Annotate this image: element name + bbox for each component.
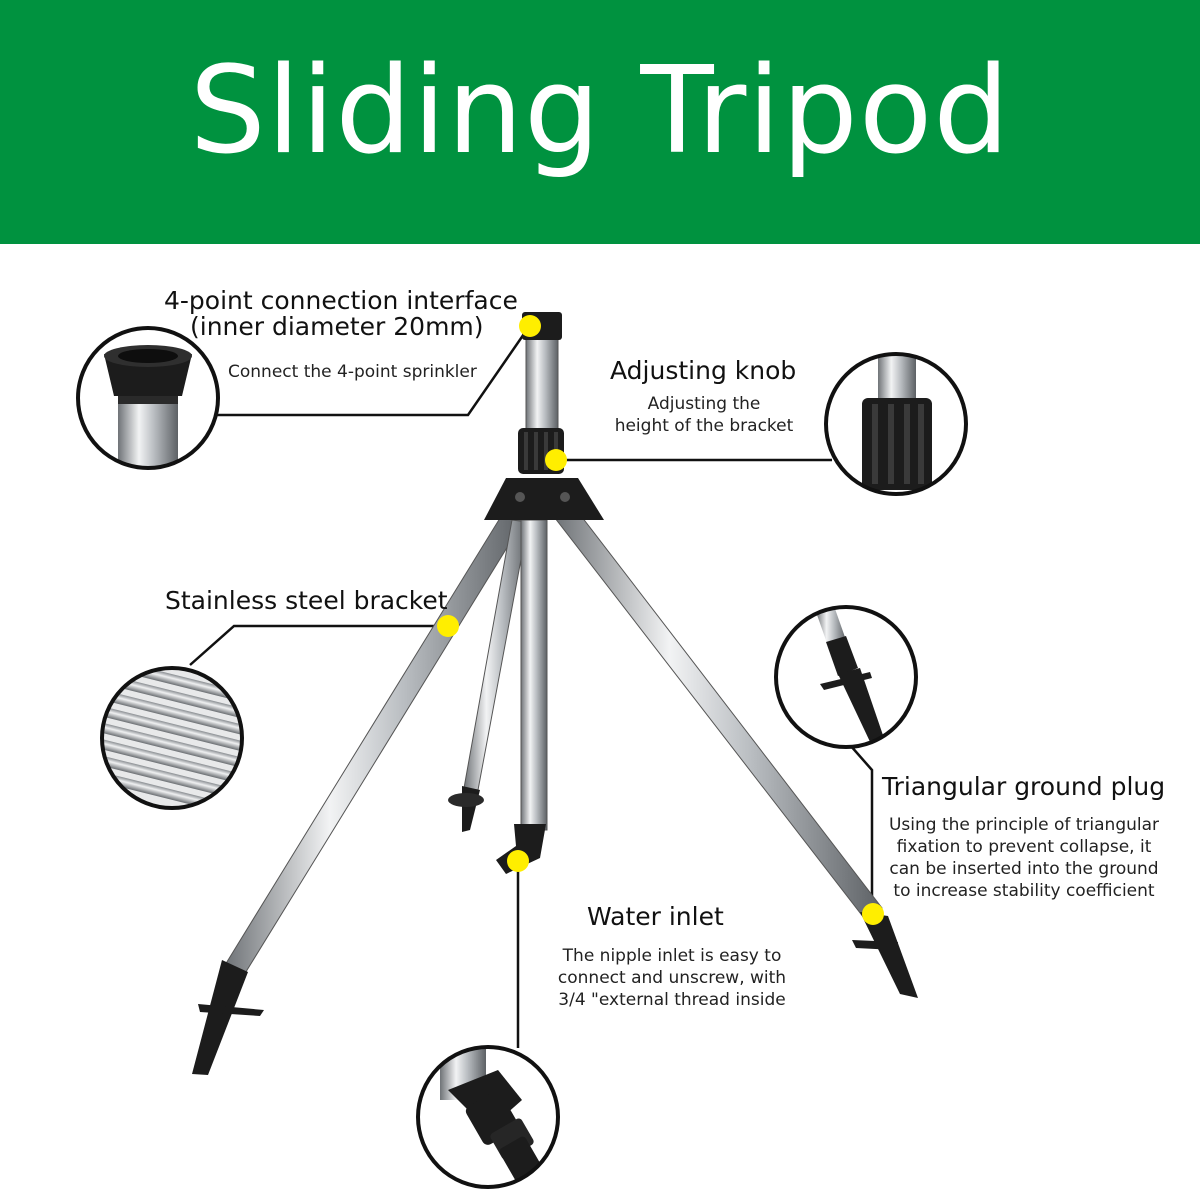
detail-plug (774, 605, 918, 749)
plug-desc-line4: to increase stability coefficient (893, 881, 1155, 901)
knob-title: Adjusting knob (610, 356, 797, 385)
marker-knob (545, 449, 567, 471)
plug-desc-line2: fixation to prevent collapse, it (896, 837, 1152, 857)
plug-title: Triangular ground plug (882, 772, 1166, 801)
connection-title-line1: 4-point connection interface (164, 286, 518, 315)
center-pipe (520, 519, 548, 831)
title-banner: Sliding Tripod (0, 0, 1200, 244)
leader-plug (849, 744, 874, 914)
marker-plug (862, 903, 884, 925)
leader-connection (210, 330, 528, 417)
plug-desc-line3: can be inserted into the ground (889, 859, 1159, 879)
connection-title-line2: (inner diameter 20mm) (190, 312, 484, 341)
inlet-desc-line3: 3/4 "external thread inside (558, 990, 786, 1010)
inlet-title: Water inlet (587, 902, 724, 931)
detail-connection (76, 326, 220, 470)
leg-hub (484, 478, 604, 520)
knob-desc-line1: Adjusting the (647, 394, 761, 414)
bracket-title: Stainless steel bracket (165, 586, 448, 615)
marker-bracket (437, 615, 459, 637)
detail-knob (824, 352, 968, 496)
leader-bracket (189, 624, 447, 666)
leader-lines (189, 330, 874, 1048)
markers (437, 315, 884, 925)
left-foot (192, 960, 248, 1075)
right-foot (860, 912, 918, 998)
plug-desc-line1: Using the principle of triangular (888, 815, 1160, 835)
upper-pipe (525, 334, 559, 431)
connection-desc: Connect the 4-point sprinkler (228, 362, 477, 382)
page-title: Sliding Tripod (189, 42, 1011, 181)
detail-inlet (416, 1045, 560, 1189)
marker-connection (519, 315, 541, 337)
detail-bracket (100, 666, 244, 810)
marker-inlet (507, 850, 529, 872)
knob-desc-line2: height of the bracket (614, 416, 794, 436)
inlet-desc-line2: connect and unscrew, with (557, 968, 787, 988)
inlet-desc-line1: The nipple inlet is easy to (562, 946, 782, 966)
